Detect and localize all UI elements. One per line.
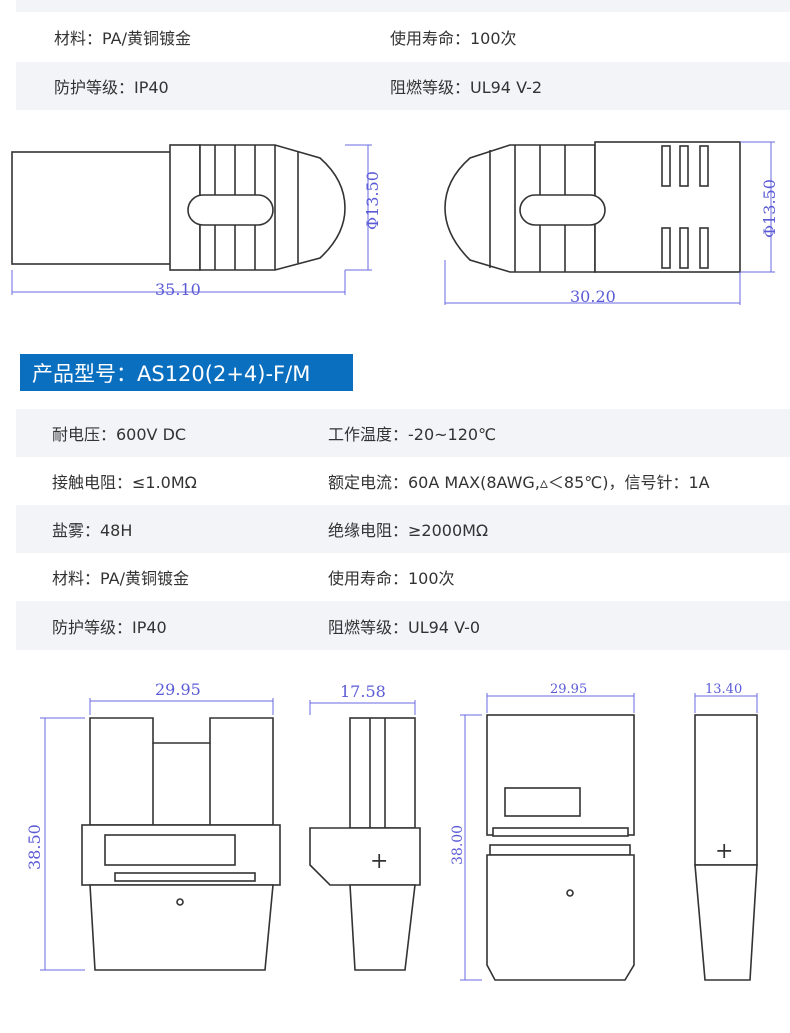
width-label: 17.58 xyxy=(340,682,386,701)
spec-row-partial xyxy=(16,0,790,12)
spec-row: 材料：PA/黄铜镀金 使用寿命：100次 xyxy=(16,12,790,62)
spec-row: 防护等级：IP40 阻燃等级：UL94 V-2 xyxy=(16,62,790,110)
spec-rated-current: 额定电流：60A MAX(8AWG,▵＜85℃)，信号针：1A xyxy=(328,473,710,492)
spec-contact-resistance: 接触电阻：≤1.0MΩ xyxy=(52,473,197,492)
diameter-label-right: Φ13.50 xyxy=(760,179,779,238)
spec-row: 盐雾：48H 绝缘电阻：≥2000MΩ xyxy=(16,505,790,553)
spec-material: 材料：PA/黄铜镀金 xyxy=(54,29,191,48)
connector-side-drawing: Φ13.50 35.10 Φ13.50 30.20 xyxy=(11,141,779,306)
spec-lifespan: 使用寿命：100次 xyxy=(390,29,517,48)
height-label: 38.00 xyxy=(450,825,466,865)
spec-temperature: 工作温度：-20~120℃ xyxy=(328,425,497,444)
spec-voltage: 耐电压：600V DC xyxy=(52,425,187,444)
height-label: 38.50 xyxy=(25,824,44,870)
spec-protection: 防护等级：IP40 xyxy=(54,78,169,97)
spec-flame: 阻燃等级：UL94 V-2 xyxy=(390,78,543,97)
width-label: 13.40 xyxy=(705,682,742,697)
spec-row: 材料：PA/黄铜镀金 使用寿命：100次 xyxy=(16,553,790,601)
spec-flame: 阻燃等级：UL94 V-0 xyxy=(328,617,481,637)
spec-row: 接触电阻：≤1.0MΩ 额定电流：60A MAX(8AWG,▵＜85℃)，信号针… xyxy=(16,457,790,505)
spec-lifespan: 使用寿命：100次 xyxy=(328,569,455,588)
plus-symbol-icon: + xyxy=(370,849,388,874)
spec-row: 耐电压：600V DC 工作温度：-20~120℃ xyxy=(16,409,790,457)
connector-dimension-drawing: 29.95 38.50 + 17.58 29.95 38.00 + 13.40 xyxy=(25,680,758,981)
spec-row: 防护等级：IP40 阻燃等级：UL94 V-0 xyxy=(16,601,790,650)
width-label: 29.95 xyxy=(550,682,587,697)
spec-material: 材料：PA/黄铜镀金 xyxy=(52,569,189,588)
diameter-label: Φ13.50 xyxy=(363,171,382,230)
spec-protection: 防护等级：IP40 xyxy=(52,617,167,637)
length-label: 35.10 xyxy=(155,280,201,299)
plus-symbol-icon: + xyxy=(715,839,733,864)
spec-salt-spray: 盐雾：48H xyxy=(52,521,133,540)
spec-insulation: 绝缘电阻：≥2000MΩ xyxy=(328,521,489,540)
width-label: 29.95 xyxy=(155,680,201,699)
length-label-right: 30.20 xyxy=(570,287,616,306)
product-model-title: 产品型号：AS120(2+4)-F/M xyxy=(20,354,353,391)
